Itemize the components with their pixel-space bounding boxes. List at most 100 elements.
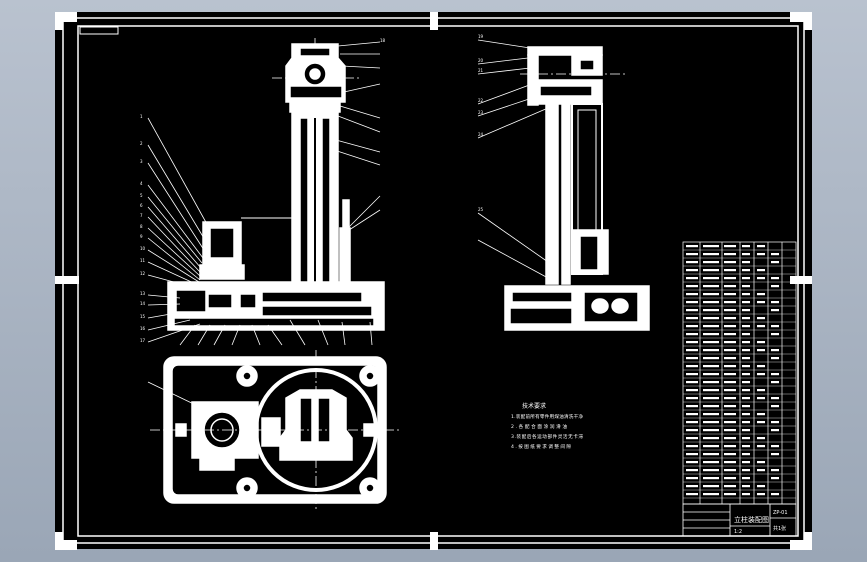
parts-list-text-mark [686, 397, 698, 400]
parts-list-text-mark [724, 269, 736, 272]
parts-list-text-mark [771, 261, 779, 264]
parts-list-text-mark [757, 461, 765, 464]
drawing-number: ZP-01 [773, 510, 788, 516]
parts-list-text-mark [703, 445, 719, 448]
parts-list-text-mark [757, 245, 765, 248]
item-balloon: 23 [478, 110, 484, 115]
parts-list-text-mark [757, 469, 765, 472]
parts-list-text-mark [686, 413, 698, 416]
parts-list-text-mark [742, 485, 750, 488]
parts-list-text-mark [686, 461, 698, 464]
parts-list-text-mark [771, 381, 779, 384]
item-balloon: 12 [140, 271, 146, 276]
parts-list-text-mark [742, 437, 750, 440]
parts-list-text-mark [724, 493, 736, 496]
parts-list-text-mark [686, 309, 698, 312]
parts-list-text-mark [771, 477, 779, 480]
parts-list-text-mark [771, 469, 779, 472]
parts-list-text-mark [703, 349, 719, 352]
parts-list-text-mark [742, 269, 750, 272]
item-balloon: 14 [140, 301, 146, 306]
parts-list-text-mark [724, 373, 736, 376]
parts-list-text-mark [703, 477, 719, 480]
parts-list-text-mark [771, 309, 779, 312]
parts-list-text-mark [686, 333, 698, 336]
parts-list-text-mark [742, 341, 750, 344]
parts-list-text-mark [703, 285, 719, 288]
parts-list-text-mark [686, 285, 698, 288]
parts-list-text-mark [724, 477, 736, 480]
plan-view [147, 350, 400, 510]
parts-list-text-mark [686, 445, 698, 448]
parts-list-text-mark [757, 485, 765, 488]
parts-list-text-mark [742, 405, 750, 408]
parts-list-text-mark [771, 453, 779, 456]
parts-list-text-mark [724, 285, 736, 288]
parts-list-text-mark [686, 477, 698, 480]
parts-list-cells [686, 245, 779, 496]
parts-list-text-mark [724, 421, 736, 424]
item-balloon: 6 [140, 203, 143, 208]
stamp-box [79, 26, 119, 35]
item-balloon: 24 [478, 132, 484, 137]
parts-list-text-mark [686, 365, 698, 368]
parts-list-text-mark [724, 341, 736, 344]
parts-list-text-mark [757, 349, 765, 352]
title-block [682, 503, 797, 537]
parts-list-text-mark [771, 397, 779, 400]
parts-list-text-mark [771, 421, 779, 424]
parts-list-text-mark [703, 357, 719, 360]
front-leaders-left [147, 117, 209, 343]
parts-list-text-mark [724, 453, 736, 456]
notes-line: 3.装配后各运动部件灵活无卡滞 [511, 433, 583, 440]
parts-list-text-mark [742, 349, 750, 352]
parts-list-text-mark [742, 453, 750, 456]
parts-list-text-mark [703, 413, 719, 416]
parts-list-text-mark [742, 301, 750, 304]
parts-list-text-mark [757, 317, 765, 320]
parts-list-text-mark [771, 405, 779, 408]
item-balloon: 2 [140, 141, 143, 146]
parts-list-text-mark [771, 277, 779, 280]
parts-list-text-mark [724, 277, 736, 280]
item-balloon: 18 [380, 38, 386, 43]
parts-list-text-mark [757, 373, 765, 376]
parts-list-text-mark [703, 485, 719, 488]
parts-list-text-mark [686, 253, 698, 256]
notes-line: 2.各配合面涂润滑油 [511, 423, 567, 430]
parts-list-text-mark [742, 397, 750, 400]
parts-list-text-mark [724, 485, 736, 488]
parts-list-text-mark [686, 325, 698, 328]
parts-list-text-mark [757, 325, 765, 328]
parts-list-text-mark [703, 373, 719, 376]
parts-list-text-mark [757, 341, 765, 344]
parts-list-text-mark [771, 333, 779, 336]
parts-list-text-mark [686, 453, 698, 456]
parts-list-text-mark [686, 317, 698, 320]
parts-list-text-mark [757, 301, 765, 304]
parts-list-text-mark [703, 453, 719, 456]
parts-list-text-mark [742, 285, 750, 288]
parts-list-text-mark [686, 469, 698, 472]
parts-list-text-mark [757, 397, 765, 400]
parts-list-text-mark [724, 413, 736, 416]
parts-list-text-mark [703, 493, 719, 496]
parts-list-text-mark [742, 245, 750, 248]
parts-list-text-mark [686, 381, 698, 384]
parts-list-rows [683, 249, 796, 499]
side-view [504, 46, 650, 331]
parts-list-text-mark [724, 381, 736, 384]
parts-list-text-mark [703, 253, 719, 256]
parts-list-text-mark [703, 301, 719, 304]
parts-list-text-mark [703, 309, 719, 312]
item-balloon: 22 [478, 98, 484, 103]
front-leaders-right [333, 41, 381, 233]
parts-list-text-mark [724, 317, 736, 320]
parts-list-text-mark [742, 477, 750, 480]
parts-list-text-mark [703, 333, 719, 336]
parts-list-text-mark [686, 341, 698, 344]
parts-list-text-mark [771, 285, 779, 288]
border-marks [55, 12, 812, 550]
